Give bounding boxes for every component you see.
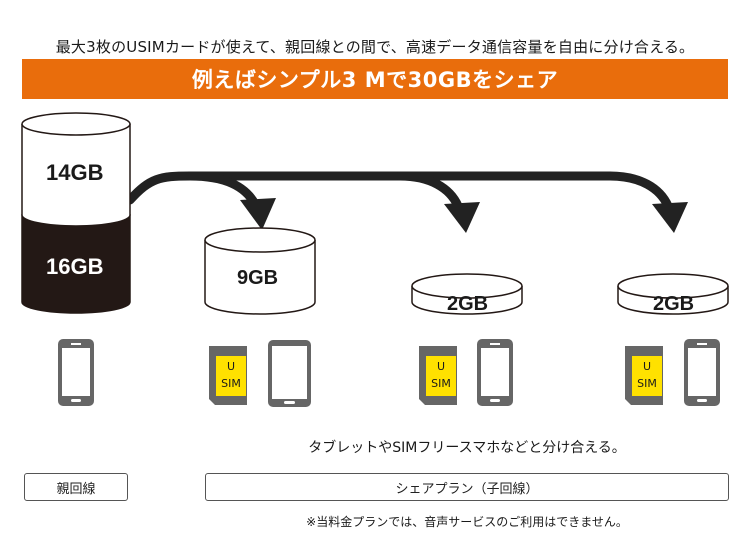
intro-text: 最大3枚のUSIMカードが使えて、親回線との間で、高速データ通信容量を自由に分け… <box>55 38 695 56</box>
usim-card-icon-1: U SIM <box>209 346 247 405</box>
parent-data-cylinder: 14GB 16GB <box>21 112 131 314</box>
banner-text: 例えばシンプル3 Mで30GBをシェア <box>191 68 559 92</box>
parent-smartphone-icon <box>58 339 94 406</box>
parent-line-box: 親回線 <box>24 473 128 501</box>
share-flow-arrows <box>125 171 673 211</box>
usim-line2: SIM <box>431 377 451 390</box>
child-2-amount: 2GB <box>447 293 488 315</box>
usim-line1: U <box>227 360 235 373</box>
parent-remaining-label: 14GB <box>46 160 103 185</box>
usim-card-icon-2: U SIM <box>419 346 457 405</box>
parent-shared-label: 16GB <box>46 254 103 279</box>
usim-card-icon-3: U SIM <box>625 346 663 405</box>
child-cylinder-3: 2GB <box>617 273 729 315</box>
arrow-heads <box>240 198 688 233</box>
usim-line1: U <box>643 360 651 373</box>
child-1-amount: 9GB <box>237 267 278 289</box>
arrow-head-3 <box>652 202 688 233</box>
title-banner: 例えばシンプル3 Mで30GBをシェア <box>22 59 728 99</box>
share-caption: タブレットやSIMフリースマホなどと分け合える。 <box>308 440 626 456</box>
arrow-head-1 <box>240 198 276 230</box>
share-plan-box: シェアプラン（子回線） <box>205 473 729 501</box>
usim-line2: SIM <box>637 377 657 390</box>
usim-line2: SIM <box>221 377 241 390</box>
tablet-icon <box>268 340 311 407</box>
smartphone-icon-3 <box>684 339 720 406</box>
child-cylinder-1: 9GB <box>204 227 316 315</box>
footnote: ※当料金プランでは、音声サービスのご利用はできません。 <box>306 515 628 529</box>
smartphone-icon-2 <box>477 339 513 406</box>
flow-branch-2 <box>395 171 463 211</box>
child-cylinder-2: 2GB <box>411 273 523 315</box>
usim-line1: U <box>437 360 445 373</box>
arrow-head-2 <box>444 202 480 233</box>
flow-branch-1 <box>185 171 260 209</box>
child-3-amount: 2GB <box>653 293 694 315</box>
